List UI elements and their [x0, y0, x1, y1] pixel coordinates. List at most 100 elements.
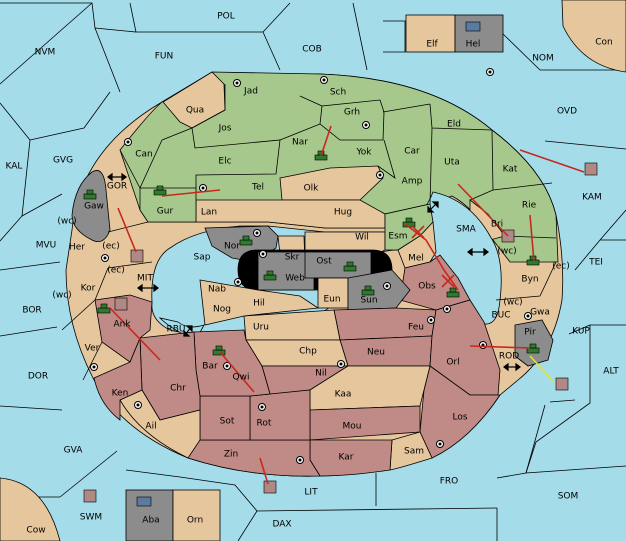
army-unit[interactable]: [83, 189, 97, 200]
fleet-unit[interactable]: [465, 21, 481, 32]
connection-markers: [107, 172, 521, 372]
fleet-unit[interactable]: [136, 496, 152, 507]
land-label-eun: Eun: [323, 295, 340, 305]
army-unit[interactable]: [263, 270, 277, 281]
land-label-ec3: (ec): [107, 266, 125, 276]
land-label-kat: Kat: [503, 165, 518, 175]
land-label-kar: Kar: [339, 453, 354, 463]
move-arrow: [109, 307, 161, 361]
land-label-gwa: Gwa: [530, 308, 550, 318]
land-label-sch: Sch: [330, 88, 346, 98]
land-label-nil: Nil: [315, 369, 327, 379]
sea-label-alt: ALT: [603, 367, 619, 377]
fleet-unit[interactable]: [263, 480, 277, 494]
land-label-mou: Mou: [343, 422, 362, 432]
land-label-con: Con: [595, 38, 613, 48]
supply-centre: [233, 79, 241, 87]
region-ost: [304, 251, 372, 279]
supply-centre: [443, 305, 451, 313]
sea-label-rod: ROD: [499, 352, 519, 362]
region-pir: [514, 319, 554, 367]
army-unit[interactable]: [361, 285, 375, 296]
land-label-nab: Nab: [208, 285, 226, 295]
failed-order-x: [441, 274, 455, 288]
land-label-hil: Hil: [253, 299, 265, 309]
region-gur: [139, 187, 197, 223]
land-label-gur: Gur: [157, 207, 174, 217]
sea-label-ovd: OVD: [557, 107, 577, 117]
land-label-hug: Hug: [334, 208, 352, 218]
land-label-sam: Sam: [404, 447, 424, 457]
land-label-bar: Bar: [202, 362, 218, 372]
labels: POLFUNCOBNVMNOMOVDKALGVGGORKAMMVUSMATEIM…: [6, 12, 620, 536]
land-label-bri: Bri: [491, 220, 503, 230]
land-label-olk: Olk: [304, 184, 320, 194]
land-label-chr: Chr: [170, 384, 186, 394]
land-label-byn: Byn: [521, 275, 538, 285]
army-unit[interactable]: [343, 261, 357, 272]
army-unit[interactable]: [239, 235, 253, 246]
province-lines: [61, 84, 557, 381]
army-unit[interactable]: [97, 303, 111, 314]
land-label-orl: Orl: [446, 358, 459, 368]
move-arrow: [219, 351, 255, 393]
supply-centre: [337, 360, 345, 368]
supply-centre: [134, 401, 142, 409]
supply-centre: [383, 282, 391, 290]
move-arrow: [469, 345, 531, 349]
army-unit[interactable]: [212, 345, 226, 356]
fleet-unit[interactable]: [555, 377, 569, 391]
sea-label-nom: NOM: [532, 54, 554, 64]
land-label-zin: Zin: [224, 450, 238, 460]
land-label-rie: Rie: [522, 201, 537, 211]
land-label-chp: Chp: [299, 347, 317, 357]
army-unit[interactable]: [153, 185, 167, 196]
support-arrow: [529, 355, 555, 383]
land-label-pir: Pir: [524, 328, 536, 338]
region-neu: [339, 335, 433, 367]
supply-centre: [479, 341, 487, 349]
land-label-sap: Sap: [194, 253, 211, 263]
move-arrow: [457, 183, 509, 237]
land-label-her: Her: [69, 243, 85, 253]
land-label-hel: Hel: [466, 40, 481, 50]
land-label-eld: Eld: [447, 120, 461, 130]
land-label-ken: Ken: [112, 389, 129, 399]
land-label-tel: Tel: [251, 183, 264, 193]
sea-label-nvm: NVM: [35, 48, 56, 58]
sea-label-mvu: MVU: [36, 241, 57, 251]
fleet-unit[interactable]: [584, 162, 598, 176]
land-label-ver: Ver: [85, 344, 100, 354]
move-arrow: [519, 149, 585, 173]
land-label-skr: Skr: [285, 253, 300, 263]
region-hil-nab: [199, 279, 320, 326]
sea-label-gor: GOR: [107, 182, 127, 192]
land-label-gaw: Gaw: [84, 202, 104, 212]
land-label-lan: Lan: [201, 208, 217, 218]
sea-label-fro: FRO: [440, 477, 459, 487]
army-unit[interactable]: [526, 343, 540, 354]
land-label-kaa: Kaa: [335, 390, 352, 400]
fleet-unit[interactable]: [130, 249, 144, 263]
fleet-unit[interactable]: [83, 489, 97, 503]
region-orn: [172, 489, 221, 541]
supply-centre: [223, 362, 231, 370]
region-chp: [245, 339, 349, 367]
fleet-unit[interactable]: [114, 297, 128, 311]
sea-label-kam: KAM: [582, 193, 602, 203]
supply-centre: [486, 68, 494, 76]
supply-centre: [320, 76, 328, 84]
sea-label-gvg: GVG: [53, 156, 73, 166]
army-unit[interactable]: [446, 287, 460, 298]
sea-label-buc: BUC: [491, 311, 510, 321]
sea-label-tei: TEI: [588, 258, 603, 268]
land-label-obs: Obs: [418, 282, 436, 292]
orders: [109, 125, 585, 485]
region-sun: [347, 269, 411, 311]
land-label-qwi: Qwi: [233, 373, 250, 383]
land-label-feu: Feu: [408, 323, 424, 333]
land-label-ail: Ail: [145, 422, 156, 432]
land-label-web: Web: [285, 274, 305, 284]
sea-label-lit: LIT: [304, 488, 318, 498]
sea-label-som: SOM: [558, 492, 579, 502]
